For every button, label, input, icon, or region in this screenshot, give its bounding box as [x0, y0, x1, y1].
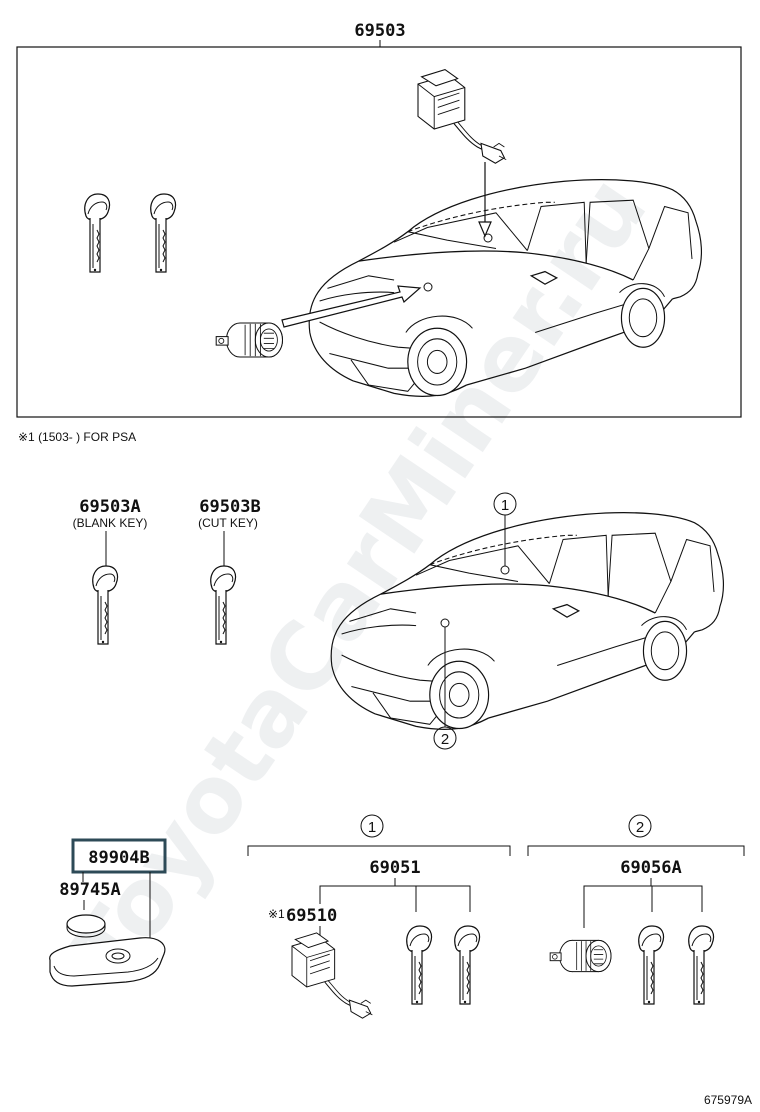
cut-key-part-number[interactable]: 69503B: [199, 497, 260, 517]
arrow-head-icon: [478, 221, 492, 238]
kit-door-cylinder[interactable]: [215, 322, 284, 358]
group-1-bracket: [247, 845, 511, 856]
group-1-key-right[interactable]: [454, 925, 481, 1005]
callout-label-1: 1: [501, 497, 509, 514]
cut-key-description: (CUT KEY): [198, 516, 258, 530]
group-1-key-left[interactable]: [406, 925, 433, 1005]
group-1-marker[interactable]: [360, 814, 384, 838]
group-1-psa-mark: ※1: [268, 907, 285, 921]
blank-key[interactable]: [92, 565, 119, 645]
watermark: ToyotaCarMiner.ru: [50, 157, 668, 1002]
diagram-code: 675979A: [704, 1093, 752, 1107]
group-2-bracket: [527, 845, 745, 856]
transmitter-highlight: [71, 838, 167, 874]
battery-cell[interactable]: [66, 914, 106, 938]
blank-key-description: (BLANK KEY): [73, 516, 148, 530]
callout-dot: [423, 282, 433, 292]
group-2-key-left[interactable]: [638, 925, 665, 1005]
kit-key-left[interactable]: [84, 193, 111, 273]
group-1-cylinder-part-number[interactable]: 69510: [286, 906, 337, 926]
kit-key-right[interactable]: [150, 193, 177, 273]
group-2-marker[interactable]: [628, 814, 652, 838]
group-2-set-part-number[interactable]: 69056A: [620, 858, 681, 878]
group-1-set-part-number[interactable]: 69051: [369, 858, 420, 878]
door-arrow-icon: [281, 285, 422, 328]
cut-key[interactable]: [210, 565, 237, 645]
kit-ignition-switch[interactable]: [417, 69, 507, 164]
group-2-key-right[interactable]: [688, 925, 715, 1005]
callout-label-2: 2: [441, 731, 449, 748]
group-2-marker-label: 2: [636, 819, 644, 836]
kit-frame: [16, 46, 742, 418]
callout-dot: [483, 233, 493, 243]
group-2-door-cylinder[interactable]: [549, 939, 612, 973]
psa-note: ※1 (1503- ) FOR PSA: [18, 430, 136, 444]
group-1-ignition-switch[interactable]: [291, 932, 373, 1019]
battery-part-number[interactable]: 89745A: [59, 880, 120, 900]
blank-key-part-number[interactable]: 69503A: [79, 497, 140, 517]
group-1-marker-label: 1: [368, 819, 376, 836]
transmitter-part-number[interactable]: 89904B: [88, 848, 149, 868]
remote-transmitter[interactable]: [49, 937, 166, 987]
kit-part-number[interactable]: 69503: [354, 21, 405, 41]
